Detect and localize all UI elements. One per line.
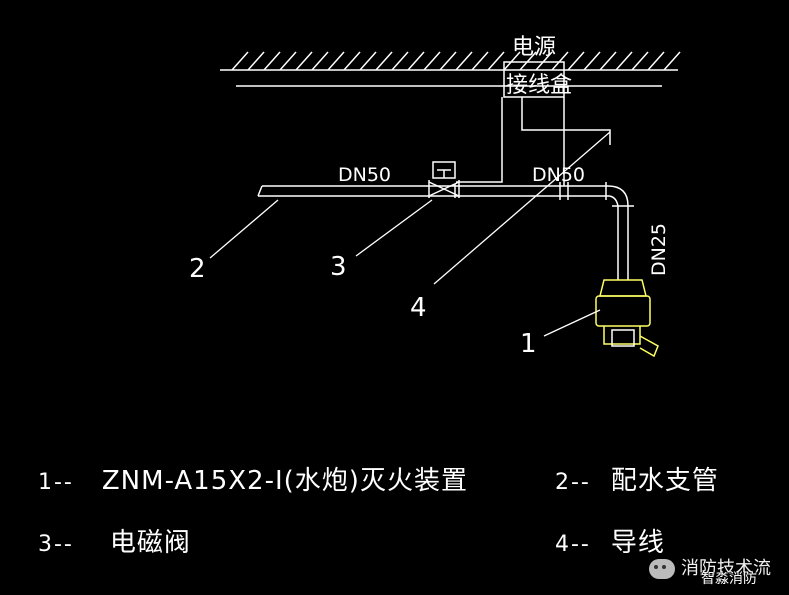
hatch-mark (439, 51, 457, 71)
callout-1: 1 (520, 329, 537, 359)
legend-number: 1-- (38, 470, 74, 495)
hatch-mark (519, 51, 537, 71)
leader-line-3 (355, 199, 433, 257)
power-box-label-line1: 电源 (512, 35, 556, 60)
hatch-mark (487, 51, 505, 71)
hatch-mark (567, 51, 585, 71)
legend-text: ZNM-A15X2-I(水炮)灭火装置 (101, 466, 468, 496)
watermark-sub: 智淼消防 (699, 571, 759, 587)
hatch-mark (343, 51, 361, 71)
hatch-mark (471, 51, 489, 71)
callout-2: 2 (189, 254, 206, 284)
hatch-mark (647, 51, 665, 71)
legend-text: 电磁阀 (109, 528, 191, 558)
ceiling (220, 51, 681, 87)
fire-monitor-device (595, 279, 659, 358)
hatch-mark (247, 51, 265, 71)
hatch-mark (327, 51, 345, 71)
hatch-mark (295, 51, 313, 71)
callout-4: 4 (410, 293, 427, 323)
legend-text: 导线 (610, 528, 665, 558)
power-box-label-line2: 接线盒 (506, 73, 572, 98)
ceiling-hatch (231, 51, 681, 71)
hatch-mark (599, 51, 617, 71)
hatch-mark (615, 51, 633, 71)
hatch-mark (391, 51, 409, 71)
leader-line-2 (209, 199, 279, 259)
device-nozzle-white (611, 329, 635, 347)
hatch-mark (407, 51, 425, 71)
hatch-mark (535, 51, 553, 71)
legend-item-3: 3-- 电磁阀 (38, 522, 191, 559)
dn25-label: DN25 (648, 223, 670, 276)
main-pipe (257, 182, 608, 200)
hatch-mark (503, 51, 521, 71)
wechat-icon (649, 559, 675, 579)
legend-number: 4-- (555, 532, 591, 557)
hatch-mark (359, 51, 377, 71)
solenoid-valve (428, 161, 460, 198)
hatch-mark (583, 51, 601, 71)
legend-item-2: 2-- 配水支管 (555, 460, 719, 497)
legend-number: 2-- (555, 470, 591, 495)
hatch-mark (263, 51, 281, 71)
hatch-mark (375, 51, 393, 71)
legend-item-1: 1-- ZNM-A15X2-I(水炮)灭火装置 (38, 460, 468, 497)
legend-number: 3-- (38, 532, 74, 557)
dn50-right-label: DN50 (532, 164, 585, 186)
hatch-mark (455, 51, 473, 71)
power-junction-box (503, 61, 565, 98)
hatch-mark (663, 51, 681, 71)
leader-lines (209, 131, 611, 337)
hatch-mark (551, 51, 569, 71)
leader-line-4 (433, 131, 611, 285)
elbow-and-branch-pipe (607, 185, 634, 280)
watermark-text: 消防技术流 智淼消防 (681, 560, 771, 586)
hatch-mark (279, 51, 297, 71)
callout-3: 3 (330, 252, 347, 282)
hatch-mark (631, 51, 649, 71)
legend-item-4: 4-- 导线 (555, 522, 665, 559)
watermark: 消防技术流 智淼消防 (649, 559, 771, 586)
hatch-mark (423, 51, 441, 71)
legend-text: 配水支管 (610, 466, 719, 496)
hatch-mark (311, 51, 329, 71)
leader-line-1 (543, 309, 601, 337)
dn50-left-label: DN50 (338, 164, 391, 186)
hatch-mark (231, 51, 249, 71)
